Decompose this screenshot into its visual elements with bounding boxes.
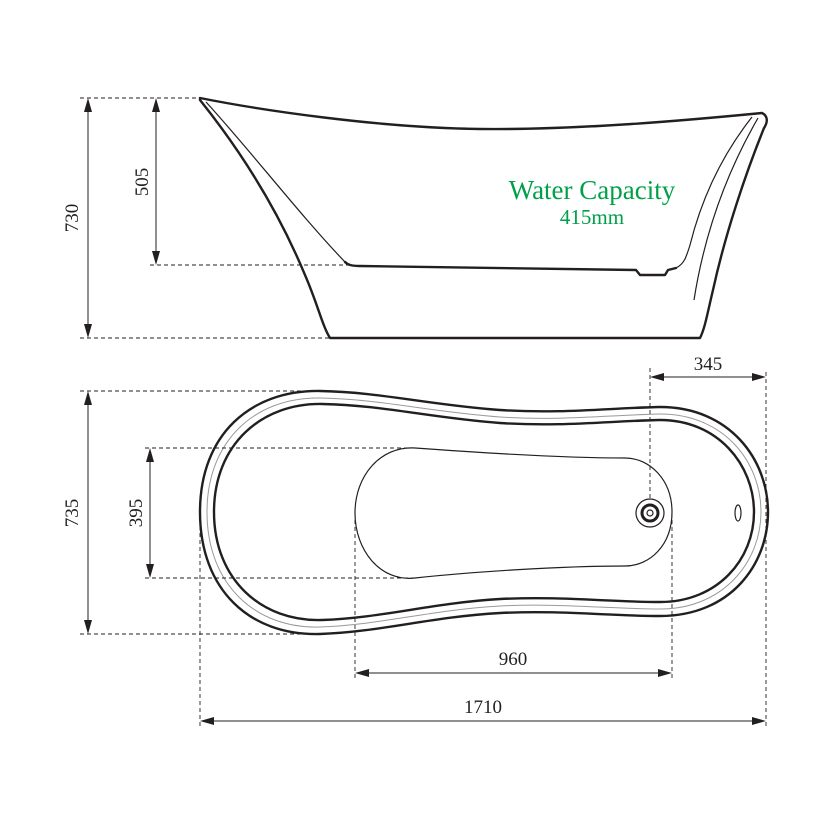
tub-right-wall-inner bbox=[693, 117, 759, 301]
arrow-down-icon bbox=[84, 620, 92, 634]
arrow-left-icon bbox=[650, 373, 664, 381]
arrow-left-icon bbox=[355, 669, 369, 677]
tub-side-outline bbox=[198, 96, 768, 340]
arrow-down-icon bbox=[152, 251, 160, 265]
dim-label-730: 730 bbox=[62, 204, 83, 233]
drain-center bbox=[646, 509, 654, 517]
dim-label-395: 395 bbox=[126, 499, 147, 528]
arrow-up-icon bbox=[152, 98, 160, 112]
tub-inner-rim bbox=[205, 101, 346, 263]
arrow-right-icon bbox=[658, 669, 672, 677]
dim-label-345: 345 bbox=[694, 354, 723, 375]
side-view: 730 505 Water Capacity 415mm bbox=[62, 96, 768, 340]
arrow-up-icon bbox=[84, 391, 92, 405]
dim-label-735: 735 bbox=[62, 499, 83, 528]
dim-label-960: 960 bbox=[499, 649, 528, 670]
water-capacity-label: Water Capacity bbox=[509, 175, 676, 205]
arrow-left-icon bbox=[200, 717, 214, 725]
tub-top-inner-rim bbox=[212, 402, 756, 622]
water-capacity-value: 415mm bbox=[560, 205, 624, 229]
drain-ring bbox=[640, 503, 660, 523]
drain-outer bbox=[635, 498, 665, 528]
dim-label-1710: 1710 bbox=[464, 697, 502, 718]
top-view: 735 395 345 960 1710 bbox=[62, 354, 770, 728]
overflow-icon bbox=[734, 504, 742, 522]
tub-basin bbox=[354, 447, 673, 579]
tub-inner-rim-right bbox=[675, 116, 753, 269]
tub-floor bbox=[343, 260, 678, 277]
tub-top-outline bbox=[198, 389, 770, 636]
arrow-down-icon bbox=[84, 324, 92, 338]
arrow-down-icon bbox=[146, 564, 154, 578]
arrow-up-icon bbox=[84, 98, 92, 112]
dim-label-505: 505 bbox=[132, 168, 153, 197]
arrow-right-icon bbox=[752, 717, 766, 725]
arrow-up-icon bbox=[146, 448, 154, 462]
arrow-right-icon bbox=[752, 373, 766, 381]
tub-top-rim-edge bbox=[206, 397, 762, 628]
